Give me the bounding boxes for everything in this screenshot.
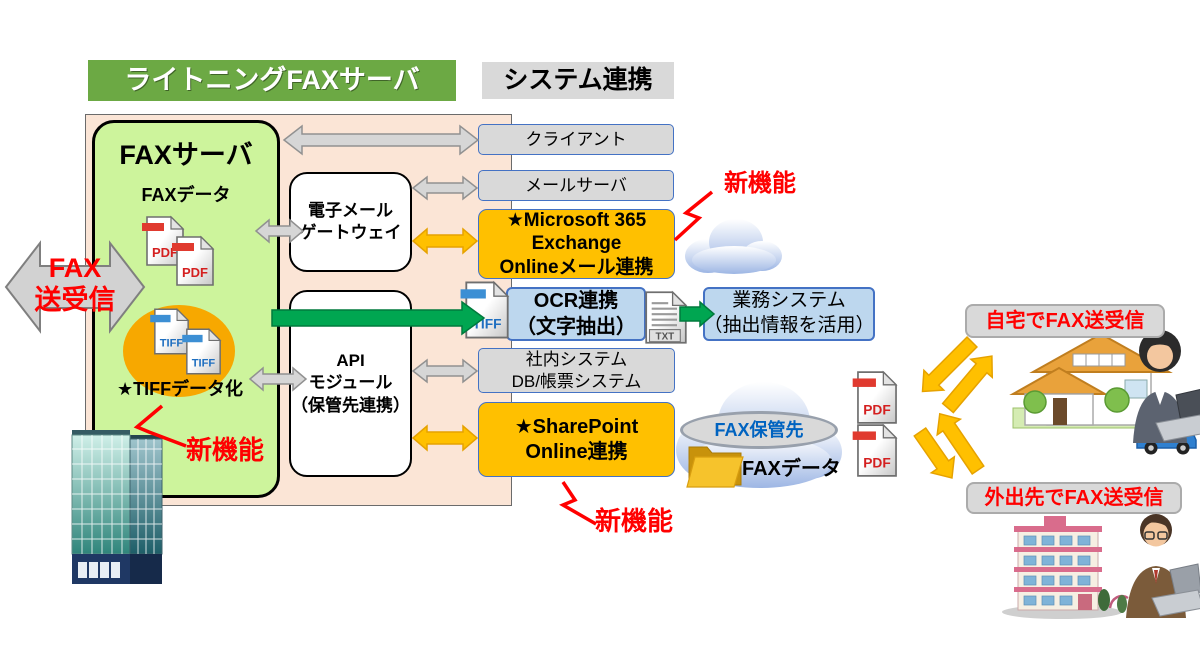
fax-server-title: FAXサーバ: [119, 140, 253, 170]
gateway-label-line2: ゲートウェイ: [299, 223, 402, 242]
api-label-line1: API: [336, 351, 365, 371]
pdf-label: PDF: [863, 402, 891, 417]
api-module: API モジュール （保管先連携）: [289, 290, 412, 477]
sharepoint-line2: Online連携: [525, 440, 628, 463]
ocr-integration-box: OCR連携 （文字抽出）: [506, 287, 646, 341]
fax-send-receive-label: FAX 送受信: [6, 252, 144, 317]
api-label-line3: （保管先連携）: [291, 395, 410, 415]
home-fax-banner: 自宅でFAX送受信: [965, 304, 1165, 338]
fax-io-line1: FAX: [48, 253, 102, 283]
mobile-fax-banner: 外出先でFAX送受信: [966, 482, 1182, 514]
internal-system-box: 社内システム DB/帳票システム: [478, 348, 675, 393]
fax-storage-label: FAX保管先: [680, 411, 838, 449]
folder-icon: [686, 446, 744, 488]
tiff-label: TIFF: [472, 316, 501, 331]
pdf-file-icon: PDF: [852, 370, 898, 424]
arrow-to-mobile-from-pdf: [913, 426, 956, 479]
new-feature-label: 新機能: [595, 506, 674, 536]
email-gateway-module: 電子メール ゲートウェイ: [289, 172, 412, 272]
arrow-to-home-from-pdf: [941, 355, 994, 414]
fax-data-label: FAXデータ: [141, 185, 231, 205]
m365-exchange-box: ★Microsoft 365 Exchange Onlineメール連携: [478, 209, 675, 279]
ocr-line2: （文字抽出）: [516, 316, 636, 338]
m365-line2: Exchange: [531, 233, 622, 255]
txt-file-icon: TXT: [645, 290, 688, 344]
system-integration-title: システム連携: [482, 62, 674, 99]
business-line1: 業務システム: [732, 290, 846, 312]
fax-io-line2: 送受信: [34, 285, 116, 316]
business-system-box: 業務システム （抽出情報を活用）: [703, 287, 875, 341]
new-feature-label: 新機能: [724, 170, 796, 197]
m365-line1: ★Microsoft 365: [506, 210, 647, 232]
gateway-label-line1: 電子メール: [308, 200, 393, 220]
pdf-label: PDF: [182, 265, 208, 280]
pdf-label: PDF: [152, 245, 178, 260]
cloud-icon: [685, 219, 782, 274]
tiff-file-icon: TIFF: [460, 280, 510, 339]
internal-line1: 社内システム: [525, 350, 628, 370]
mail-server-box: メールサーバ: [478, 170, 674, 201]
tiff-conversion-label: ★TIFFデータ化: [116, 379, 244, 399]
pdf-label: PDF: [863, 455, 891, 470]
arrow-to-pdf-from-home: [921, 335, 979, 393]
man-laptop-icon: [1126, 514, 1200, 618]
pdf-file-icon: PDF: [852, 423, 898, 477]
new-feature-label: 新機能: [186, 435, 265, 465]
tiff-label: TIFF: [160, 337, 184, 349]
lightning-icon: [559, 481, 597, 526]
apartment-building-icon: [1002, 516, 1129, 619]
tiff-file-icon: TIFF: [182, 327, 222, 375]
txt-label: TXT: [656, 332, 675, 343]
pdf-file-icon: PDF: [172, 235, 215, 286]
product-title: ライトニングFAXサーバ: [88, 60, 456, 101]
arrow-to-pdf-from-mobile: [936, 412, 985, 475]
internal-line2: DB/帳票システム: [511, 371, 642, 391]
tiff-label: TIFF: [192, 357, 216, 369]
sharepoint-online-box: ★SharePoint Online連携: [478, 402, 675, 477]
client-box: クライアント: [478, 124, 674, 155]
api-label-line2: モジュール: [308, 373, 393, 393]
m365-line3: Onlineメール連携: [499, 256, 654, 278]
folder-fax-data-label: FAXデータ: [742, 458, 841, 480]
pdf-file-icon: PDF: [142, 215, 185, 266]
woman-laptop-icon: [1133, 330, 1200, 443]
business-line2: （抽出情報を活用）: [703, 315, 875, 336]
sharepoint-line1: ★SharePoint: [514, 416, 639, 439]
ocr-line1: OCR連携: [533, 290, 619, 312]
office-building-icon: [71, 430, 163, 584]
